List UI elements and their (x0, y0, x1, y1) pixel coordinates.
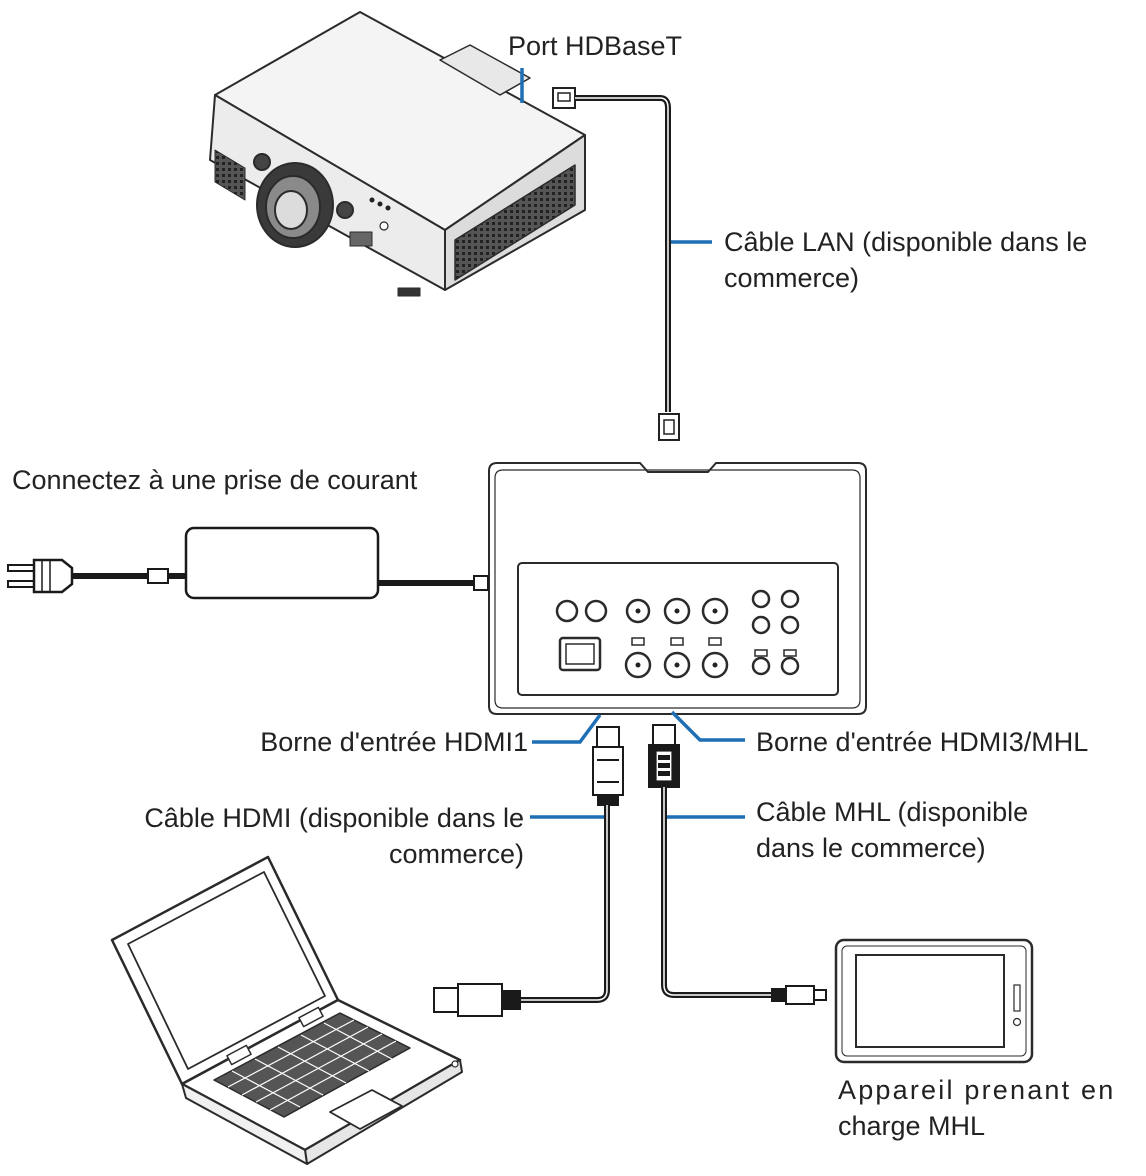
power-adapter (7, 526, 489, 600)
label-lan-cable: Câble LAN (disponible dans le commerce) (724, 224, 1087, 297)
hdmi-plug-laptop-icon (433, 983, 521, 1017)
micro-usb-plug-icon (771, 985, 827, 1005)
label-hdmi3-input: Borne d'entrée HDMI3/MHL (756, 727, 1089, 757)
label-mhl-device: Appareil prenant en charge MHL (838, 1072, 1115, 1145)
label-hdmi-cable: Câble HDMI (disponible dans le commerce) (144, 800, 524, 873)
mhl-plug-icon (648, 724, 680, 788)
label-hdmi1-input: Borne d'entrée HDMI1 (260, 727, 528, 757)
hdmi-plug-icon (592, 726, 624, 806)
hdmi1-leader-line (532, 713, 602, 744)
label-mhl-cable: Câble MHL (disponible dans le commerce) (756, 794, 1028, 867)
lan-plug-bottom-icon (658, 413, 680, 441)
label-mhl-device-line2: charge MHL (838, 1111, 986, 1142)
lan-plug-top-icon (552, 87, 576, 109)
lan-cable (575, 95, 671, 412)
label-hdbaset-port: Port HDBaseT (508, 31, 683, 61)
hdbaset-receiver (488, 462, 867, 715)
label-mhl-cable-line1: Câble MHL (disponible (756, 797, 1029, 827)
label-lan-cable-line2: commerce) (724, 263, 860, 294)
hdmi-cable (520, 805, 610, 1003)
label-power-outlet: Connectez à une prise de courant (12, 465, 418, 495)
label-hdmi-cable-line2: commerce) (388, 839, 524, 870)
label-mhl-cable-line2: dans le commerce) (756, 833, 986, 864)
mhl-tablet (834, 938, 1034, 1064)
projector (209, 11, 586, 297)
label-hdmi-cable-line1: Câble HDMI (disponible dans le (144, 803, 524, 833)
hdmi3-leader-line (670, 710, 745, 742)
label-mhl-device-line1: Appareil prenant en (838, 1075, 1116, 1105)
label-lan-cable-line1: Câble LAN (disponible dans le (724, 227, 1088, 257)
laptop (110, 855, 463, 1165)
